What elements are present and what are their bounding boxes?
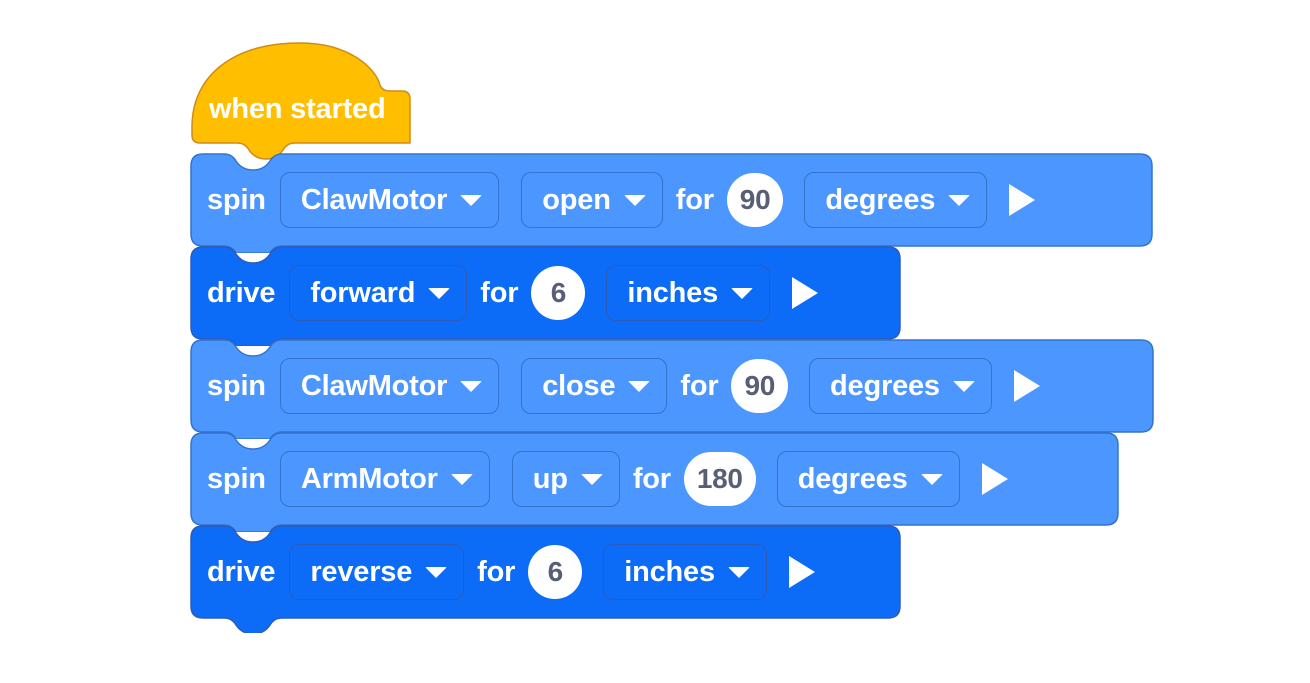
amount-value: 6 [550, 277, 567, 308]
play-arrow-icon[interactable] [788, 556, 815, 588]
block-content: spin ClawMotor open for 90 degrees [190, 153, 1036, 247]
drive-keyword: drive [207, 555, 276, 588]
device-dropdown-clawmotor[interactable]: ClawMotor [279, 172, 500, 228]
spin-keyword: spin [207, 462, 266, 495]
hat-block-shape [191, 42, 411, 160]
block-spin-armmotor-up[interactable]: spin ArmMotor up for 180 degrees [190, 432, 1119, 532]
units-dropdown-inches[interactable]: inches [603, 544, 767, 600]
chevron-down-icon [727, 566, 750, 578]
units-dropdown-value: degrees [825, 183, 936, 216]
chevron-down-icon [623, 194, 646, 206]
units-dropdown-inches[interactable]: inches [606, 265, 771, 321]
chevron-down-icon [580, 473, 603, 485]
amount-input[interactable]: 90 [731, 359, 789, 413]
when-started-hat-block[interactable]: when started [190, 31, 411, 160]
play-arrow-icon[interactable] [792, 277, 819, 309]
play-arrow-icon[interactable] [981, 463, 1008, 495]
units-dropdown-value: degrees [797, 462, 908, 495]
drive-keyword: drive [207, 276, 276, 309]
for-label: for [632, 462, 671, 495]
amount-input[interactable]: 6 [528, 545, 583, 599]
chevron-down-icon [460, 194, 483, 206]
device-dropdown-value: ClawMotor [300, 183, 448, 216]
units-dropdown-degrees[interactable]: degrees [776, 451, 960, 507]
amount-value: 180 [696, 463, 743, 494]
direction-dropdown-up[interactable]: up [511, 451, 620, 507]
direction-dropdown-close[interactable]: close [521, 358, 668, 414]
chevron-down-icon [450, 473, 473, 485]
chevron-down-icon [952, 380, 975, 392]
block-content: drive reverse for 6 inches [190, 525, 815, 619]
chevron-down-icon [920, 473, 943, 485]
spin-keyword: spin [207, 369, 266, 402]
amount-value: 90 [739, 184, 771, 215]
chevron-down-icon [948, 194, 971, 206]
amount-value: 6 [547, 556, 564, 587]
block-drive-reverse[interactable]: drive reverse for 6 inches [190, 525, 901, 633]
block-spin-clawmotor-close[interactable]: spin ClawMotor close for 90 degrees [190, 339, 1154, 439]
chevron-down-icon [425, 566, 448, 578]
for-label: for [675, 183, 714, 216]
block-content: spin ArmMotor up for 180 degrees [190, 432, 1008, 526]
chevron-down-icon [428, 287, 451, 299]
units-dropdown-degrees[interactable]: degrees [804, 172, 988, 228]
units-dropdown-degrees[interactable]: degrees [809, 358, 992, 414]
play-arrow-icon[interactable] [1013, 370, 1040, 402]
direction-dropdown-open[interactable]: open [521, 172, 663, 228]
direction-dropdown-value: up [532, 462, 568, 495]
direction-dropdown-value: forward [310, 276, 416, 309]
amount-value: 90 [744, 370, 776, 401]
chevron-down-icon [628, 380, 651, 392]
block-drive-forward[interactable]: drive forward for 6 inches [190, 246, 901, 346]
for-label: for [680, 369, 719, 402]
direction-dropdown-value: close [542, 369, 616, 402]
amount-input[interactable]: 90 [726, 173, 784, 227]
units-dropdown-value: degrees [830, 369, 940, 402]
spin-keyword: spin [207, 183, 266, 216]
chevron-down-icon [731, 287, 754, 299]
block-content: spin ClawMotor close for 90 degrees [190, 339, 1040, 433]
for-label: for [480, 276, 519, 309]
amount-input[interactable]: 6 [531, 266, 586, 320]
chevron-down-icon [460, 380, 483, 392]
script-stack[interactable]: when started spin ClawMotor open for [190, 31, 1154, 633]
device-dropdown-clawmotor[interactable]: ClawMotor [279, 358, 500, 414]
device-dropdown-value: ArmMotor [300, 462, 438, 495]
device-dropdown-value: ClawMotor [300, 369, 448, 402]
direction-dropdown-value: reverse [310, 555, 413, 588]
for-label: for [477, 555, 516, 588]
device-dropdown-armmotor[interactable]: ArmMotor [279, 451, 490, 507]
play-arrow-icon[interactable] [1009, 184, 1036, 216]
amount-input[interactable]: 180 [683, 452, 756, 506]
block-content: drive forward for 6 inches [190, 246, 819, 340]
block-spin-clawmotor-open[interactable]: spin ClawMotor open for 90 degrees [190, 153, 1153, 253]
hat-block-label: when started [209, 93, 386, 125]
direction-dropdown-value: open [542, 183, 611, 216]
units-dropdown-value: inches [624, 555, 715, 588]
units-dropdown-value: inches [627, 276, 719, 309]
direction-dropdown-reverse[interactable]: reverse [289, 544, 465, 600]
direction-dropdown-forward[interactable]: forward [289, 265, 468, 321]
